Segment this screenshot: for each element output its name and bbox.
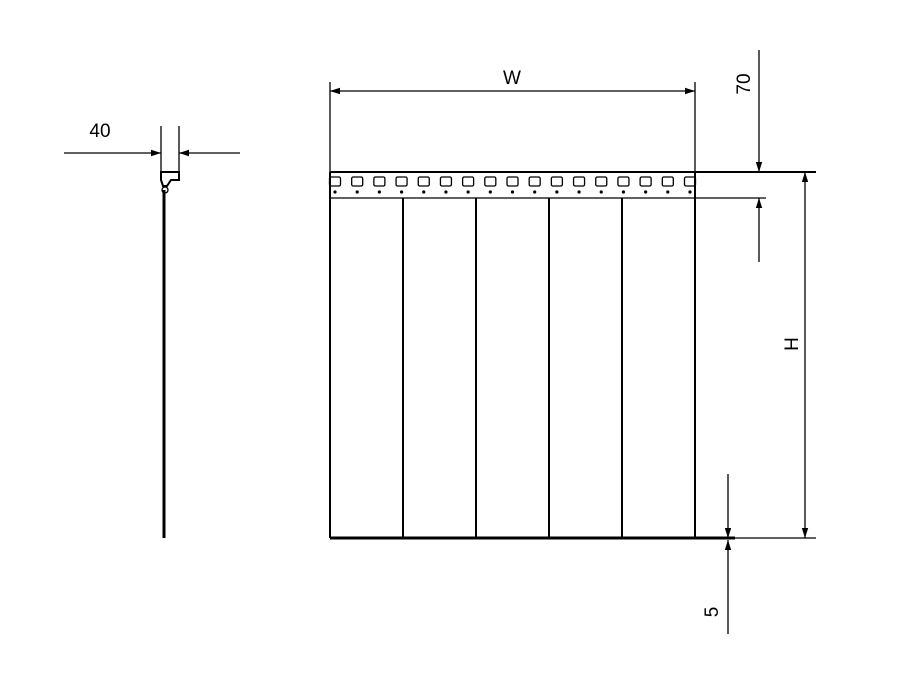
- hook-5: [417, 176, 430, 187]
- hook-17: [683, 176, 697, 187]
- side-depth-label: 40: [89, 121, 110, 142]
- hook-11: [550, 176, 564, 187]
- top-offset-label: 70: [734, 73, 755, 94]
- hook-6: [439, 176, 453, 187]
- fixing-dot-4: [399, 190, 404, 194]
- fixing-dot-7: [466, 190, 470, 194]
- fixing-dot-13: [599, 190, 603, 194]
- side-view: 40: [64, 121, 240, 538]
- hook-4: [395, 176, 408, 187]
- fixing-dot-2: [355, 190, 359, 194]
- hook-1: [328, 176, 342, 187]
- hook-2: [351, 176, 364, 187]
- front-view: W 70 H 5: [328, 50, 816, 634]
- hook-15: [639, 176, 652, 187]
- fixing-dot-16: [666, 190, 670, 194]
- bottom-gap-label: 5: [702, 607, 723, 618]
- fixing-dot-14: [621, 190, 626, 194]
- fixing-dot-17: [688, 190, 692, 194]
- fixing-dot-1: [333, 190, 337, 194]
- hook-16: [661, 176, 674, 187]
- side-mount-bracket: [160, 171, 180, 187]
- fixing-dot-3: [377, 190, 381, 194]
- hook-10: [528, 176, 541, 187]
- hook-12: [572, 176, 586, 187]
- fixing-dot-5: [422, 190, 426, 194]
- hook-13: [595, 176, 608, 187]
- hook-8: [484, 176, 497, 187]
- strip-fixing-dots: [333, 190, 692, 194]
- hook-9: [506, 176, 519, 187]
- fixing-dot-9: [510, 190, 515, 194]
- fixing-dot-11: [555, 190, 559, 194]
- width-label: W: [503, 68, 521, 89]
- fixing-dot-8: [488, 190, 492, 194]
- hook-7: [461, 176, 475, 187]
- hook-row: [328, 176, 697, 187]
- height-label: H: [782, 337, 803, 351]
- hook-3: [373, 176, 386, 187]
- hook-14: [617, 176, 630, 187]
- fixing-dot-6: [444, 190, 448, 194]
- fixing-dot-10: [533, 190, 537, 194]
- fixing-dot-15: [644, 190, 648, 194]
- curtain-strip-separators: [402, 198, 623, 538]
- fixing-dot-12: [577, 190, 581, 194]
